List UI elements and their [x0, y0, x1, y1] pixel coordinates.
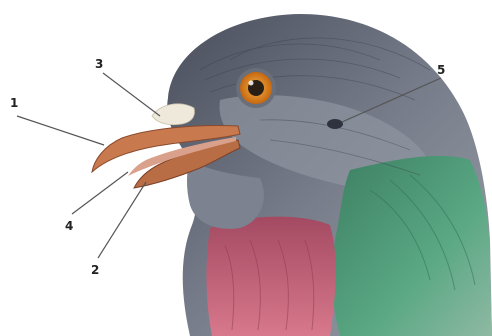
label-5-ear: 5	[437, 63, 445, 77]
ear-opening	[327, 119, 343, 129]
green-neck	[332, 156, 492, 336]
label-4-mouth: 4	[65, 219, 73, 233]
label-3-cere: 3	[95, 57, 103, 71]
label-2-lower-beak: 2	[91, 263, 99, 277]
pink-throat	[206, 217, 335, 336]
label-1-upper-beak: 1	[10, 96, 18, 110]
eye	[236, 68, 276, 108]
